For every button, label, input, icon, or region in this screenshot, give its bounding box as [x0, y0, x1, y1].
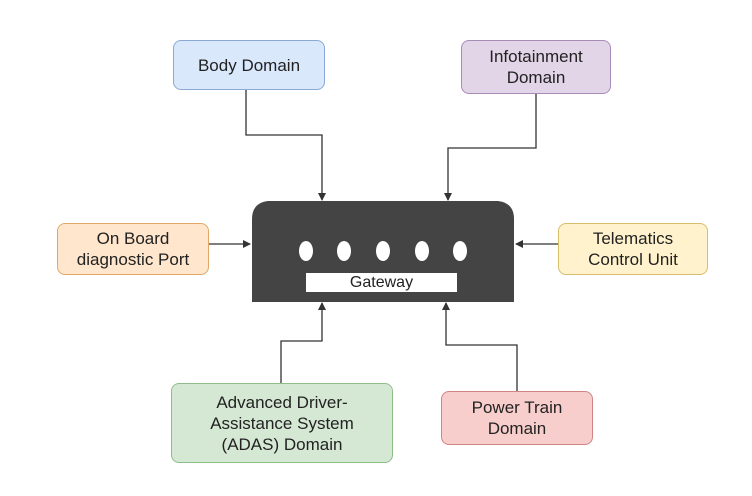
connector-power-train-to-gateway	[442, 302, 518, 391]
obd-port-node: On Board diagnostic Port	[57, 223, 209, 275]
body-domain-node: Body Domain	[173, 40, 325, 90]
gateway-led-1	[299, 241, 313, 261]
gateway-led-2	[337, 241, 351, 261]
gateway-device: Gateway	[252, 201, 514, 302]
infotainment-domain-node: Infotainment Domain	[461, 40, 611, 94]
gateway-led-4	[415, 241, 429, 261]
connector-adas-to-gateway	[280, 302, 326, 383]
power-train-domain-node: Power Train Domain	[441, 391, 593, 445]
gateway-label: Gateway	[306, 273, 457, 292]
gateway-led-3	[376, 241, 390, 261]
connector-body-to-gateway	[245, 90, 326, 201]
telematics-control-unit-node: Telematics Control Unit	[558, 223, 708, 275]
gateway-led-5	[453, 241, 467, 261]
adas-domain-node: Advanced Driver- Assistance System (ADAS…	[171, 383, 393, 463]
connector-infotainment-to-gateway	[444, 94, 537, 201]
